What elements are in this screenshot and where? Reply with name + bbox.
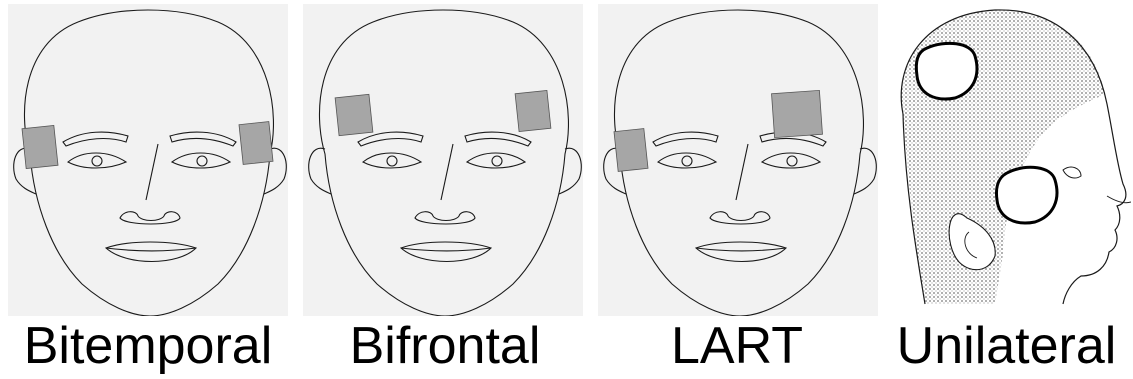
panel-bitemporal bbox=[8, 4, 288, 316]
lart-face-illustration bbox=[598, 4, 878, 316]
panel-unilateral bbox=[885, 4, 1131, 316]
bitemporal-face-illustration bbox=[8, 4, 288, 316]
bifrontal-face-illustration bbox=[303, 4, 583, 316]
electrode-vertex bbox=[916, 43, 977, 99]
label-bifrontal: Bifrontal bbox=[300, 318, 590, 374]
electrode-left-frontal bbox=[515, 90, 551, 131]
electrode-right-temple bbox=[614, 129, 648, 172]
label-bitemporal: Bitemporal bbox=[0, 318, 296, 374]
label-unilateral: Unilateral bbox=[880, 318, 1133, 374]
electrode-temporal bbox=[997, 167, 1057, 223]
electrode-left-frontal bbox=[772, 90, 823, 137]
label-lart: LART bbox=[596, 318, 878, 374]
electrode-right-frontal bbox=[335, 94, 373, 135]
electrode-right-temple bbox=[22, 125, 58, 168]
panel-bifrontal bbox=[303, 4, 583, 316]
electrode-left-temple bbox=[239, 122, 273, 165]
unilateral-profile-illustration bbox=[885, 4, 1131, 316]
panel-lart bbox=[598, 4, 878, 316]
